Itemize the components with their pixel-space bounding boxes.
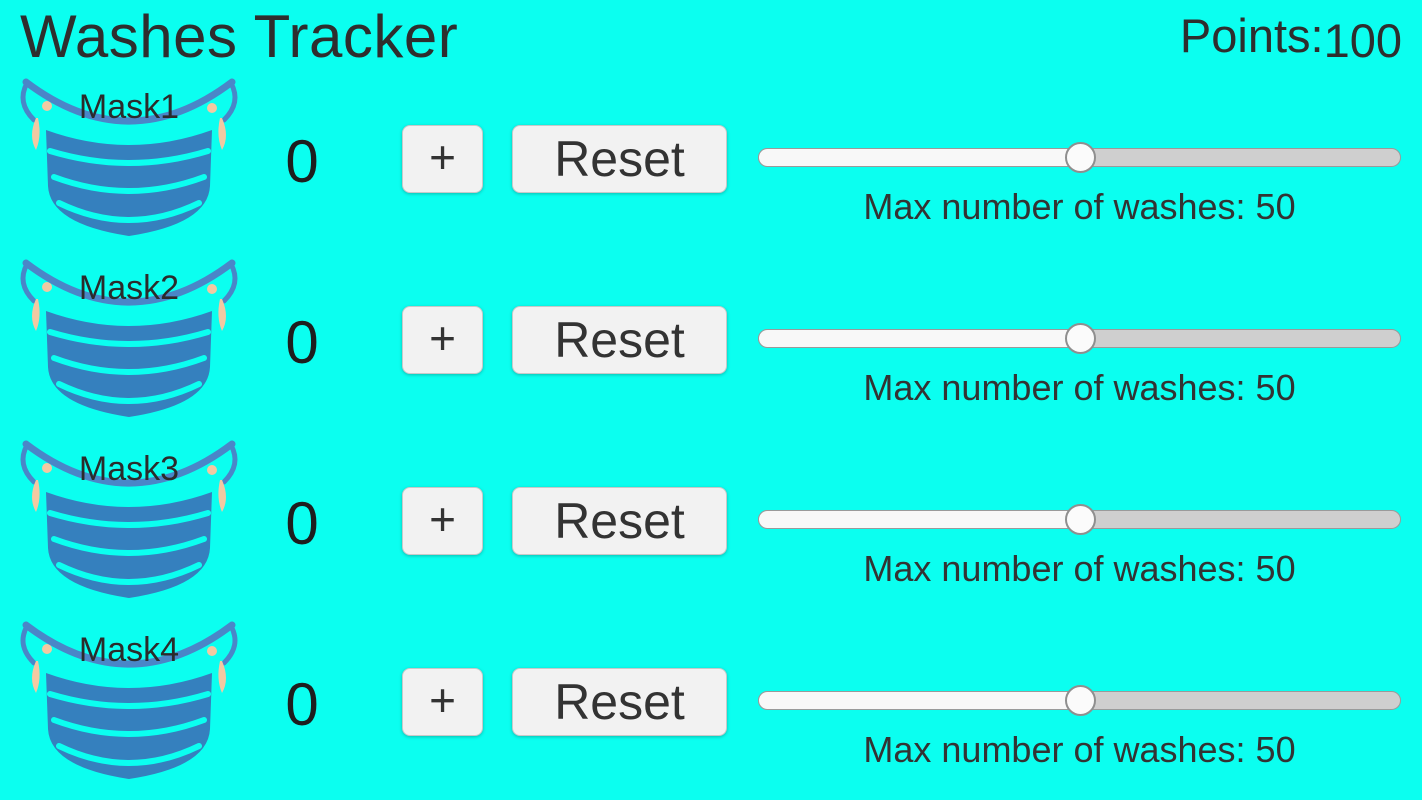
max-washes-label: Max number of washes: 50 bbox=[863, 367, 1296, 408]
points-label: Points: bbox=[1179, 9, 1324, 62]
max-washes-slider[interactable] bbox=[758, 685, 1401, 716]
reset-button[interactable]: Reset bbox=[512, 306, 727, 374]
page-title: Washes Tracker bbox=[20, 3, 459, 70]
wash-count: 0 bbox=[285, 128, 319, 195]
mask-row: Mask3 0 + Reset Max number of washes: 50 bbox=[0, 436, 1422, 617]
mask-label: Mask4 bbox=[78, 631, 180, 669]
slider-track-fill bbox=[758, 510, 1080, 529]
increment-button[interactable]: + bbox=[402, 668, 483, 736]
slider-thumb[interactable] bbox=[1064, 504, 1096, 535]
max-washes-label: Max number of washes: 50 bbox=[863, 186, 1296, 227]
max-washes-slider[interactable] bbox=[758, 142, 1401, 173]
slider-track-fill bbox=[758, 329, 1080, 348]
max-washes-slider[interactable] bbox=[758, 504, 1401, 535]
max-washes-label: Max number of washes: 50 bbox=[863, 729, 1296, 770]
slider-thumb[interactable] bbox=[1064, 685, 1096, 716]
max-washes-slider[interactable] bbox=[758, 323, 1401, 354]
reset-button[interactable]: Reset bbox=[512, 125, 727, 193]
max-washes-label: Max number of washes: 50 bbox=[863, 548, 1296, 589]
increment-button[interactable]: + bbox=[402, 306, 483, 374]
wash-count: 0 bbox=[285, 490, 319, 557]
wash-count: 0 bbox=[285, 309, 319, 376]
reset-button[interactable]: Reset bbox=[512, 487, 727, 555]
points-display: Points:100 bbox=[1179, 8, 1402, 67]
increment-button[interactable]: + bbox=[402, 487, 483, 555]
slider-track-fill bbox=[758, 691, 1080, 710]
mask-row: Mask4 0 + Reset Max number of washes: 50 bbox=[0, 617, 1422, 798]
mask-row: Mask1 0 + Reset Max number of washes: 50 bbox=[0, 74, 1422, 255]
slider-thumb[interactable] bbox=[1064, 323, 1096, 354]
reset-button[interactable]: Reset bbox=[512, 668, 727, 736]
mask-label: Mask2 bbox=[78, 269, 180, 307]
slider-track-fill bbox=[758, 148, 1080, 167]
mask-row: Mask2 0 + Reset Max number of washes: 50 bbox=[0, 255, 1422, 436]
mask-label: Mask3 bbox=[78, 450, 180, 488]
slider-thumb[interactable] bbox=[1064, 142, 1096, 173]
points-value: 100 bbox=[1323, 14, 1402, 67]
wash-count: 0 bbox=[285, 671, 319, 738]
increment-button[interactable]: + bbox=[402, 125, 483, 193]
mask-label: Mask1 bbox=[78, 88, 180, 126]
